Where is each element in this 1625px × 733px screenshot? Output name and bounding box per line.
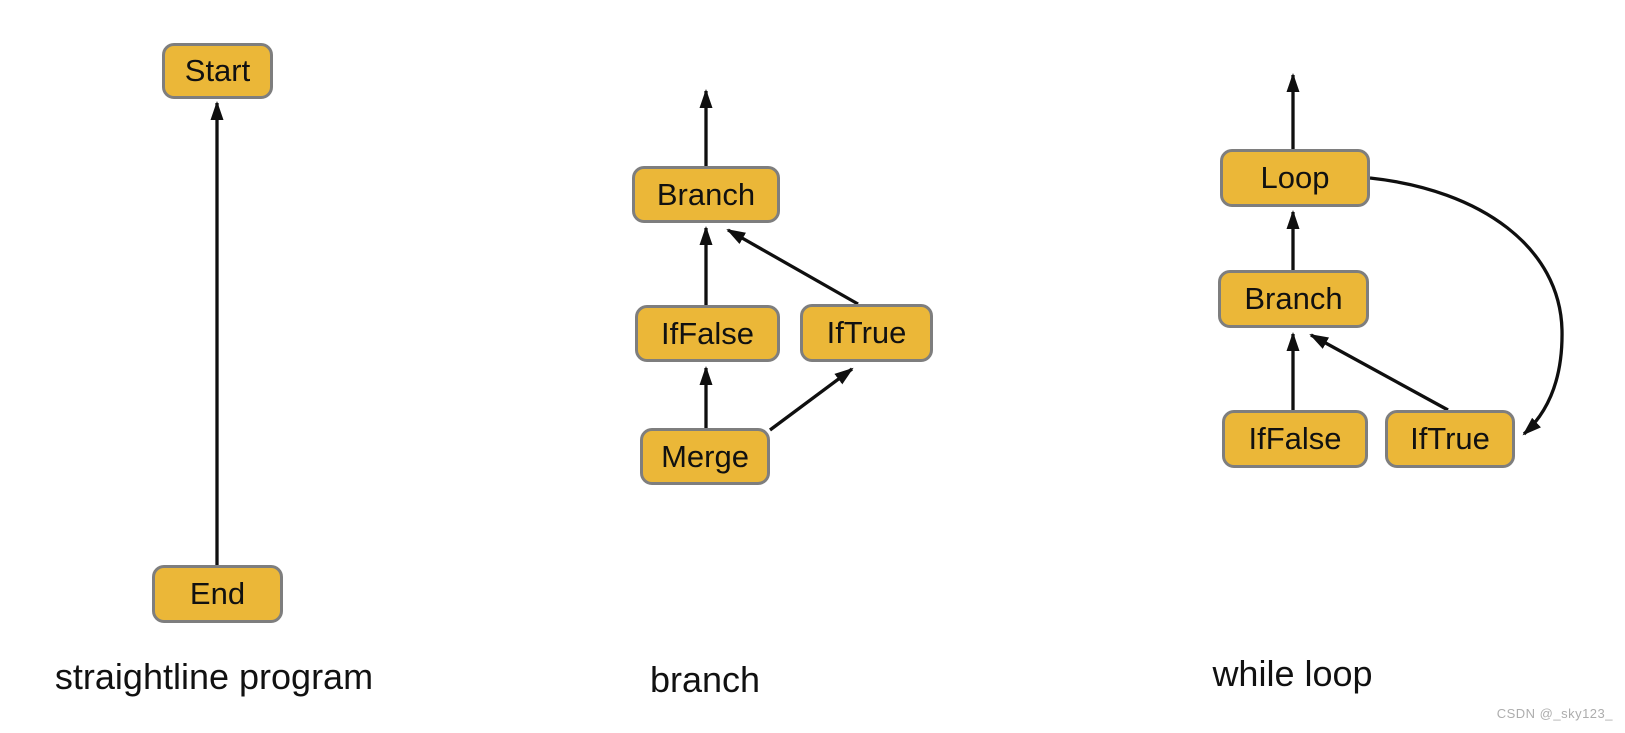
- edge-iftrue-to-branch: [726, 228, 859, 306]
- node-loop: Loop: [1220, 149, 1370, 207]
- caption-branch: branch: [649, 659, 761, 700]
- node-end: End: [152, 565, 283, 623]
- edge-merge-to-iftrue: [769, 367, 854, 432]
- node-iffalse: IfFalse: [635, 305, 780, 362]
- caption-while-loop: while loop: [1212, 653, 1373, 694]
- node-branch-2: Branch: [1218, 270, 1369, 328]
- watermark: CSDN @_sky123_: [1496, 706, 1613, 721]
- node-start: Start: [162, 43, 273, 99]
- node-iftrue: IfTrue: [800, 304, 933, 362]
- edge-iftrue-to-branch-2: [1309, 333, 1449, 412]
- node-iffalse-2: IfFalse: [1222, 410, 1368, 468]
- node-iftrue-2: IfTrue: [1385, 410, 1515, 468]
- node-merge: Merge: [640, 428, 770, 485]
- caption-straightline-program: straightline program: [54, 656, 374, 697]
- edge-loop-to-iftrue-curved: [1369, 176, 1564, 436]
- node-branch: Branch: [632, 166, 780, 223]
